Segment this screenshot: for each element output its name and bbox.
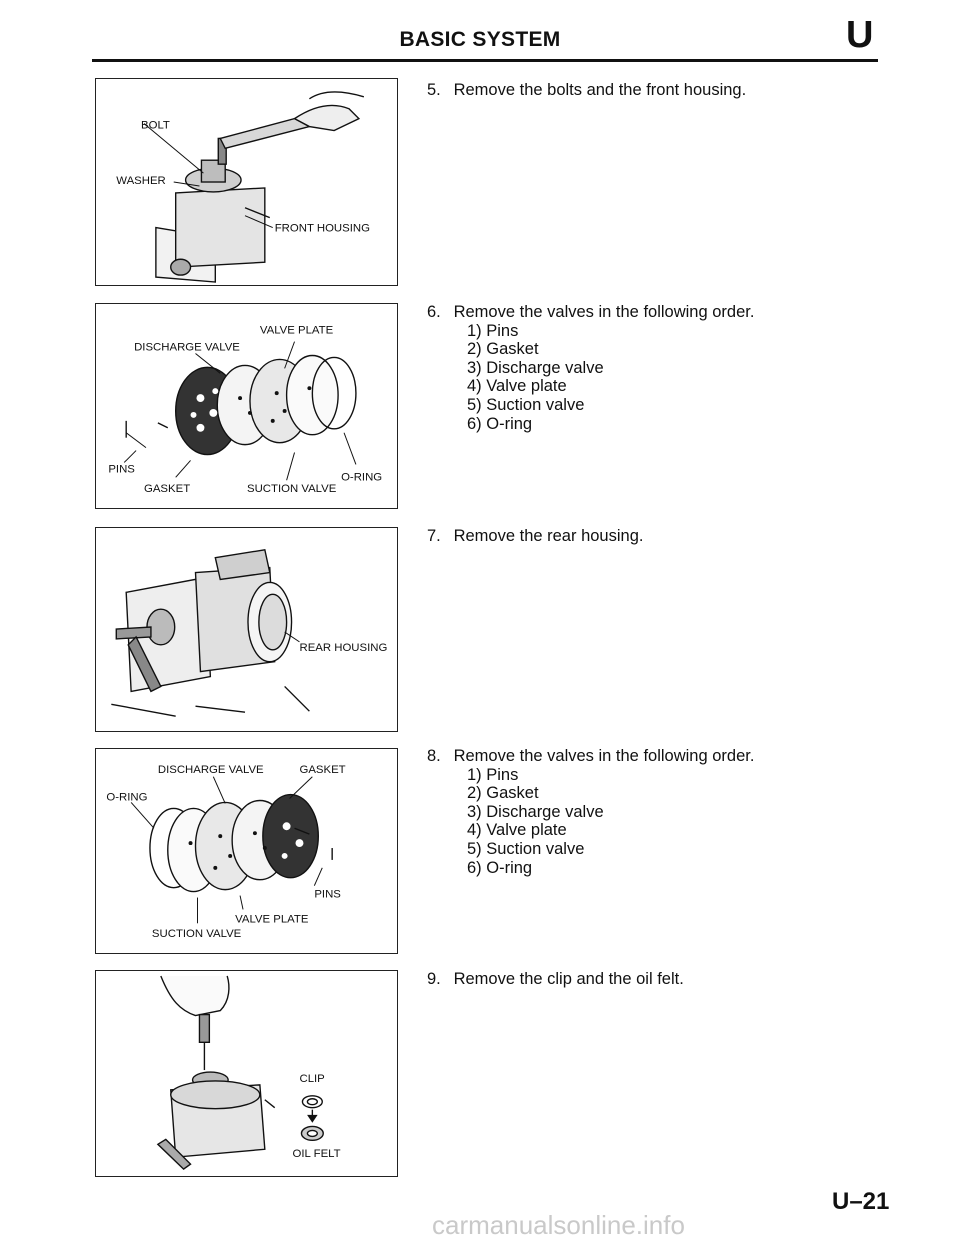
substep: 4) Valve plate [467, 821, 567, 840]
rear-housing-illustration: REAR HOUSING [111, 548, 387, 717]
step-5: 5. Remove the bolts and the front housin… [427, 81, 746, 100]
figure-rear-housing: REAR HOUSING [95, 527, 398, 732]
label-gasket: GASKET [144, 483, 190, 495]
figure-front-valves: VALVE PLATE DISCHARGE VALVE PINS O-RING … [95, 303, 398, 509]
step-number: 9. [427, 970, 441, 988]
substep: 1) Pins [467, 321, 519, 340]
figure-rear-valves: DISCHARGE VALVE GASKET O-RING PINS VALVE… [95, 748, 398, 954]
substep: 4) Valve plate [467, 377, 567, 396]
substep: 5) Suction valve [467, 839, 585, 858]
label-suction-valve: SUCTION VALVE [247, 483, 337, 495]
rear-valves-illustration: DISCHARGE VALVE GASKET O-RING PINS VALVE… [106, 764, 345, 940]
step-number: 7. [427, 527, 441, 545]
label-gasket: GASKET [299, 764, 345, 776]
substep: 6) O-ring [467, 858, 533, 877]
substep: 3) Discharge valve [467, 802, 604, 821]
page-number: U–21 [832, 1188, 890, 1215]
label-valve-plate: VALVE PLATE [235, 913, 309, 925]
label-valve-plate: VALVE PLATE [260, 325, 334, 337]
substep: 1) Pins [467, 765, 519, 784]
label-bolt: BOLT [141, 120, 170, 132]
step-text: Remove the valves in the following order… [453, 303, 755, 321]
page-title: BASIC SYSTEM [399, 28, 561, 51]
clip-oil-felt-illustration: CLIP OIL FELT [156, 975, 341, 1170]
label-rear-housing: REAR HOUSING [299, 642, 387, 654]
step-number: 8. [427, 747, 441, 765]
step-6: 6. Remove the valves in the following or… [427, 303, 754, 433]
step-text: Remove the clip and the oil felt. [453, 970, 684, 988]
label-o-ring: O-RING [341, 471, 382, 483]
step-text: Remove the rear housing. [453, 527, 644, 545]
substep: 6) O-ring [467, 414, 533, 433]
front-valves-illustration: VALVE PLATE DISCHARGE VALVE PINS O-RING … [108, 325, 382, 495]
figure-front-housing: BOLT WASHER FRONT HOUSING [95, 78, 398, 286]
step-text: Remove the valves in the following order… [453, 747, 755, 765]
step-8: 8. Remove the valves in the following or… [427, 747, 754, 877]
label-o-ring: O-RING [106, 791, 147, 803]
label-discharge-valve: DISCHARGE VALVE [158, 764, 264, 776]
watermark: carmanualsonline.info [432, 1210, 685, 1240]
header-rule [92, 59, 878, 62]
figure-clip-oil-felt: CLIP OIL FELT [95, 970, 398, 1177]
label-pins: PINS [314, 889, 341, 901]
substep: 2) Gasket [467, 340, 539, 359]
section-letter: U [846, 14, 874, 56]
substep: 3) Discharge valve [467, 358, 604, 377]
substep: 2) Gasket [467, 784, 539, 803]
step-9: 9. Remove the clip and the oil felt. [427, 970, 684, 989]
step-text: Remove the bolts and the front housing. [453, 81, 747, 99]
label-front-housing: FRONT HOUSING [275, 223, 370, 235]
step-7: 7. Remove the rear housing. [427, 527, 643, 546]
substep: 5) Suction valve [467, 395, 585, 414]
label-suction-valve: SUCTION VALVE [152, 928, 242, 940]
label-oil-felt: OIL FELT [293, 1148, 341, 1160]
step-number: 5. [427, 81, 441, 99]
front-housing-illustration: BOLT WASHER FRONT HOUSING [116, 91, 370, 283]
label-pins: PINS [108, 463, 135, 475]
step-number: 6. [427, 303, 441, 321]
label-clip: CLIP [299, 1073, 324, 1085]
label-discharge-valve: DISCHARGE VALVE [134, 342, 240, 354]
label-washer: WASHER [116, 175, 166, 187]
